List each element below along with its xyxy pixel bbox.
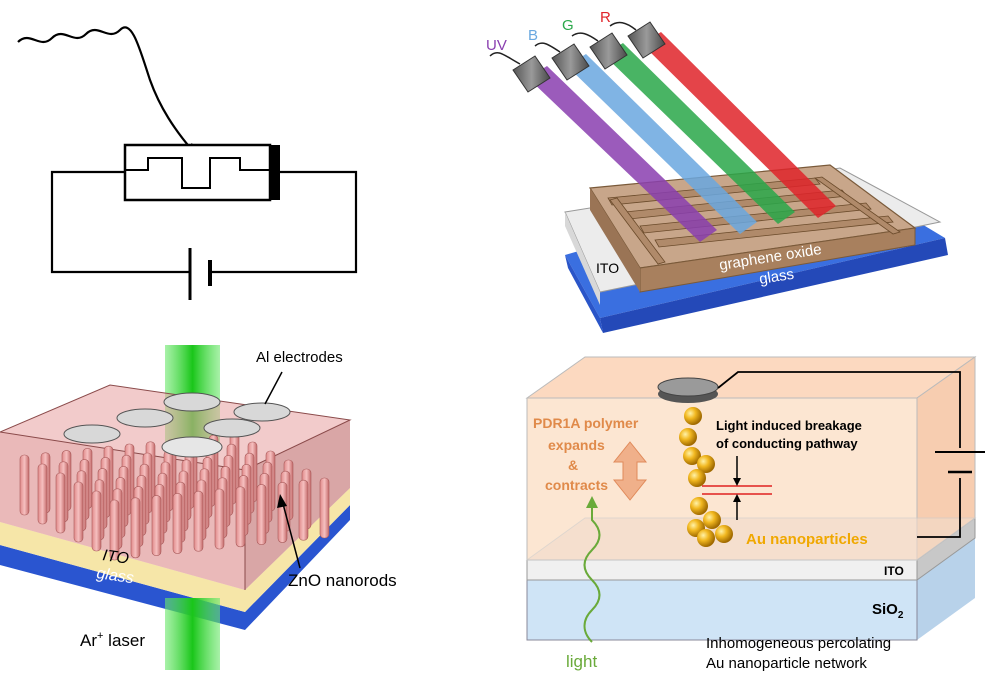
caption-line-2: Au nanoparticle network: [706, 655, 867, 672]
arrow-head-icon: [733, 478, 741, 486]
nanorod: [256, 484, 267, 545]
electrode-disc: [203, 418, 261, 438]
beam-label-uv: UV: [486, 37, 507, 54]
au-nanoparticles: [679, 407, 733, 547]
zno-nanorods-label: ZnO nanorods: [288, 571, 397, 590]
al-electrodes: [63, 392, 291, 458]
light-wave-arrow: [17, 26, 193, 151]
nanorod: [214, 488, 225, 550]
nanorod: [55, 472, 66, 534]
emitter-uv: [512, 55, 551, 93]
electrode-disc: [63, 424, 121, 444]
ito-label-br: ITO: [884, 564, 904, 578]
polymer-top: [525, 356, 977, 399]
emitters: [489, 21, 666, 93]
box-top: [0, 385, 350, 470]
au-panel: PDR1A polymer expands & contracts Light …: [525, 356, 985, 672]
glass-label-bl: glass: [95, 565, 134, 587]
beam-g: [604, 43, 795, 224]
circuit-wire: [50, 170, 358, 274]
ito-layer: [0, 488, 350, 612]
beam-r: [642, 32, 836, 218]
caption-line-1: Inhomogeneous percolating: [706, 635, 891, 652]
ito-label-top: ITO: [596, 260, 619, 276]
nanorod: [298, 479, 309, 541]
graphene-oxide-left: [590, 188, 640, 292]
light-label: light: [566, 652, 597, 671]
cable-g: [571, 32, 599, 42]
light-beams: [528, 32, 836, 242]
electrode-disc: [161, 436, 223, 458]
glass-layer-side: [600, 238, 948, 333]
glass-layer-front: [565, 255, 603, 333]
electrode-disc: [233, 402, 291, 422]
zno-panel: Al electrodes ITO glass ZnO nanorods Ar+…: [0, 345, 397, 670]
arrow-head-icon: [277, 494, 287, 508]
nanorod: [151, 495, 162, 556]
electrode-disc: [116, 408, 174, 428]
glass-layer: [0, 505, 350, 630]
expand-contract-arrow: [612, 441, 648, 501]
cable-b: [534, 42, 561, 53]
sio2-label: SiO2: [872, 601, 904, 621]
top-electrode: [657, 377, 719, 397]
nanorod: [193, 490, 204, 552]
light-wave: [583, 505, 601, 643]
polymer-label-1: PDR1A polymer: [533, 415, 639, 431]
emitter-b: [551, 43, 590, 81]
nanorod: [319, 477, 330, 539]
cable-r: [609, 21, 637, 31]
nanorod: [130, 497, 141, 559]
bottom-plane: [525, 517, 977, 561]
photoresistor-cap: [270, 145, 280, 200]
breakage-label-2: of conducting pathway: [716, 436, 858, 451]
au-nanoparticles-label: Au nanoparticles: [746, 531, 868, 548]
nanorod: [19, 454, 30, 516]
polymer-label-4: contracts: [545, 477, 608, 493]
sio2-layer: [527, 580, 917, 640]
arrow-head-icon: [733, 494, 741, 502]
glass-label-top: glass: [758, 266, 795, 288]
sio2-side: [917, 538, 975, 640]
nanorods-pointer: [281, 499, 301, 569]
nanorod: [172, 493, 183, 554]
ito-label-bl: ITO: [101, 547, 129, 568]
arrow-head-icon: [586, 496, 598, 508]
beam-label-b: B: [528, 27, 538, 44]
photoresistor-body: [123, 143, 272, 202]
emitter-r: [627, 21, 666, 59]
circuit-panel: [17, 26, 358, 300]
beam-label-r: R: [600, 9, 611, 26]
al-electrodes-label: Al electrodes: [256, 349, 343, 366]
breakage-label-1: Light induced breakage: [716, 418, 862, 433]
emitter-g: [589, 32, 628, 70]
beam-uv: [528, 66, 717, 242]
beam-b: [567, 54, 757, 234]
box-edges: [0, 384, 352, 471]
circuit-wire: [717, 371, 961, 538]
graphene-panel: UV B G R ITO graphene oxide glass: [486, 9, 948, 333]
zno-nanorods: [19, 432, 330, 561]
electrode-disc: [163, 392, 221, 412]
ito-layer-front: [565, 212, 600, 305]
laser-beam-lower: [165, 598, 220, 670]
polymer-label-3: &: [568, 457, 578, 473]
polymer-label-2: expands: [548, 437, 605, 453]
cable-uv: [489, 52, 521, 65]
nanorod: [91, 490, 102, 552]
nanorod: [109, 499, 120, 561]
nanorod: [37, 463, 48, 525]
nanorod: [73, 481, 84, 543]
resistor-trace: [125, 157, 270, 189]
ar-laser-label: Ar+ laser: [80, 630, 145, 650]
nanorod: [235, 486, 246, 548]
electrodes-pointer: [264, 371, 283, 405]
beam-label-g: G: [562, 17, 574, 34]
